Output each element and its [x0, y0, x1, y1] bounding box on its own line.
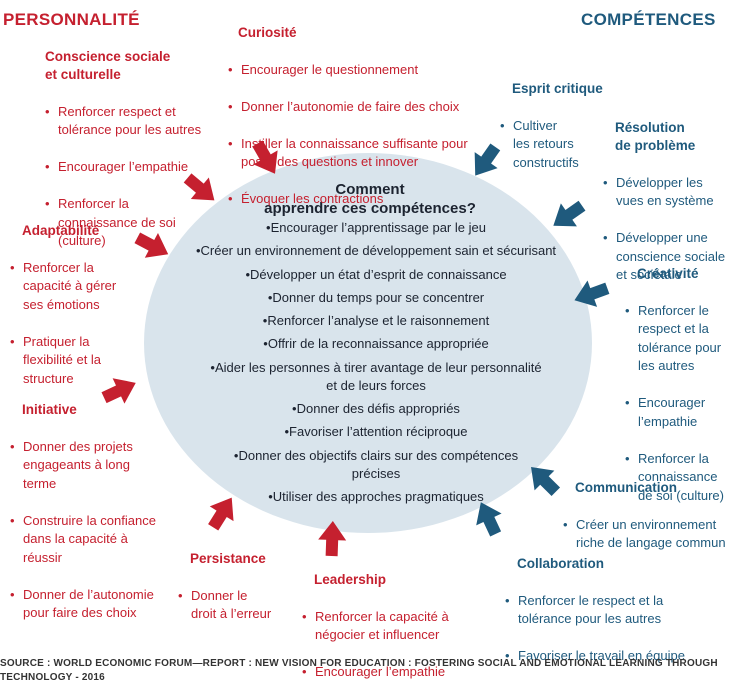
block-curiosite: Curiosité Encourager le questionnement D…: [228, 24, 488, 227]
center-item: Encourager l’apprentissage par le jeu: [178, 219, 574, 237]
block-initiative: Initiative Donner des projets engageants…: [10, 401, 180, 641]
list-item: Évoquer les contractions: [228, 190, 488, 209]
center-item: Favoriser l’attention réciproque: [178, 423, 574, 441]
list-item: Renforcer la capacité à négocier et infl…: [302, 608, 492, 645]
block-list: Renforcer la capacité à gérer ses émotio…: [10, 240, 150, 407]
center-item: Offrir de la reconnaissance appropriée: [178, 335, 574, 353]
block-list: Renforcer le respect et la tolérance pou…: [625, 283, 737, 524]
block-title: Esprit critique: [512, 81, 603, 96]
list-item: Renforcer la connaissance de soi (cultur…: [45, 195, 235, 251]
source-note: SOURCE : WORLD ECONOMIC FORUM—REPORT : N…: [0, 658, 718, 683]
center-item: Donner des défis appropriés: [178, 400, 574, 418]
center-item: Donner des objectifs clairs sur des comp…: [178, 447, 574, 483]
list-item: Donner de l’autonomie pour faire des cho…: [10, 586, 180, 623]
block-title: Créativité: [637, 266, 699, 281]
list-item: Favoriser le travail en équipe: [505, 647, 705, 666]
list-item: Renforcer le respect et la tolérance pou…: [625, 302, 737, 376]
list-item: Renforcer la connaissance de soi (cultur…: [625, 450, 737, 506]
list-item: Encourager l’empathie: [45, 158, 235, 177]
block-resolution: Résolution de problème Développer les vu…: [603, 119, 738, 303]
block-persistance: Persistance Donner le droit à l’erreur: [178, 550, 298, 642]
center-item: Aider les personnes à tirer avantage de …: [178, 359, 574, 395]
list-item: Cultiver les retours constructifs: [500, 117, 630, 173]
list-item: Instiller la connaissance suffisante pou…: [228, 135, 488, 172]
list-item: Pratiquer la flexibilité et la structure: [10, 333, 150, 389]
block-list: Développer les vues en système Développe…: [603, 155, 738, 303]
block-list: Donner des projets engageants à long ter…: [10, 419, 180, 641]
block-title: Leadership: [314, 572, 387, 587]
list-item: Construire la confiance dans la capacité…: [10, 512, 180, 568]
list-item: Renforcer le respect et la tolérance pou…: [505, 592, 705, 629]
block-list: Renforcer le respect et la tolérance pou…: [505, 573, 705, 684]
block-title: Initiative: [22, 402, 77, 417]
block-title: Adaptabilité: [22, 223, 100, 238]
block-list: Cultiver les retours constructifs: [500, 98, 630, 191]
list-item: Créer un environnement riche de langage …: [563, 516, 738, 553]
block-list: Renforcer respect et tolérance pour les …: [45, 84, 235, 269]
personnalite-header: PERSONNALITÉ: [3, 10, 140, 29]
list-item: Développer une conscience sociale et soc…: [603, 229, 738, 285]
list-item: Encourager l’empathie: [625, 394, 737, 431]
center-item: Utiliser des approches pragmatiques: [178, 488, 574, 506]
arrow-collaboration: [468, 496, 509, 540]
arrow-persistance: [201, 490, 244, 535]
list-item: Encourager le questionnement: [228, 61, 488, 80]
block-title: Conscience sociale et culturelle: [45, 49, 171, 82]
block-title: Persistance: [190, 551, 266, 566]
block-adaptabilite: Adaptabilité Renforcer la capacité à gér…: [10, 222, 150, 407]
arrow-resolution: [545, 194, 591, 238]
list-item: Donner le droit à l’erreur: [178, 587, 298, 624]
list-item: Développer les vues en système: [603, 174, 738, 211]
block-title: Curiosité: [238, 25, 297, 40]
arrow-communication: [521, 457, 566, 502]
center-item: Donner du temps pour se concentrer: [178, 289, 574, 307]
block-collaboration: Collaboration Renforcer le respect et la…: [505, 555, 705, 684]
block-conscience: Conscience sociale et culturelle Renforc…: [45, 48, 235, 269]
block-title: Communication: [575, 480, 678, 495]
block-creativite: Créativité Renforcer le respect et la to…: [625, 265, 737, 524]
list-item: Encourager l’empathie: [302, 663, 492, 682]
block-list: Donner le droit à l’erreur: [178, 568, 298, 642]
block-list: Encourager le questionnement Donner l’au…: [228, 42, 488, 227]
block-list: Renforcer la capacité à négocier et infl…: [302, 589, 492, 700]
center-item: Renforcer l’analyse et le raisonnement: [178, 312, 574, 330]
list-item: Donner des projets engageants à long ter…: [10, 438, 180, 494]
center-item: Développer un état d’esprit de connaissa…: [178, 266, 574, 284]
block-communication: Communication Créer un environnement ric…: [563, 479, 738, 571]
block-list: Créer un environnement riche de langage …: [563, 497, 738, 571]
competences-header: COMPÉTENCES: [581, 10, 716, 29]
list-item: Donner l’autonomie de faire des choix: [228, 98, 488, 117]
center-list: Encourager l’apprentissage par le jeu Cr…: [178, 219, 574, 511]
arrow-leadership: [317, 520, 347, 557]
block-leadership: Leadership Renforcer la capacité à négoc…: [302, 571, 492, 700]
block-title: Résolution de problème: [615, 120, 696, 153]
list-item: Renforcer respect et tolérance pour les …: [45, 103, 235, 140]
center-item: Créer un environnement de développement …: [178, 242, 574, 260]
block-esprit: Esprit critique Cultiver les retours con…: [500, 80, 630, 191]
block-title: Collaboration: [517, 556, 604, 571]
list-item: Renforcer la capacité à gérer ses émotio…: [10, 259, 150, 315]
